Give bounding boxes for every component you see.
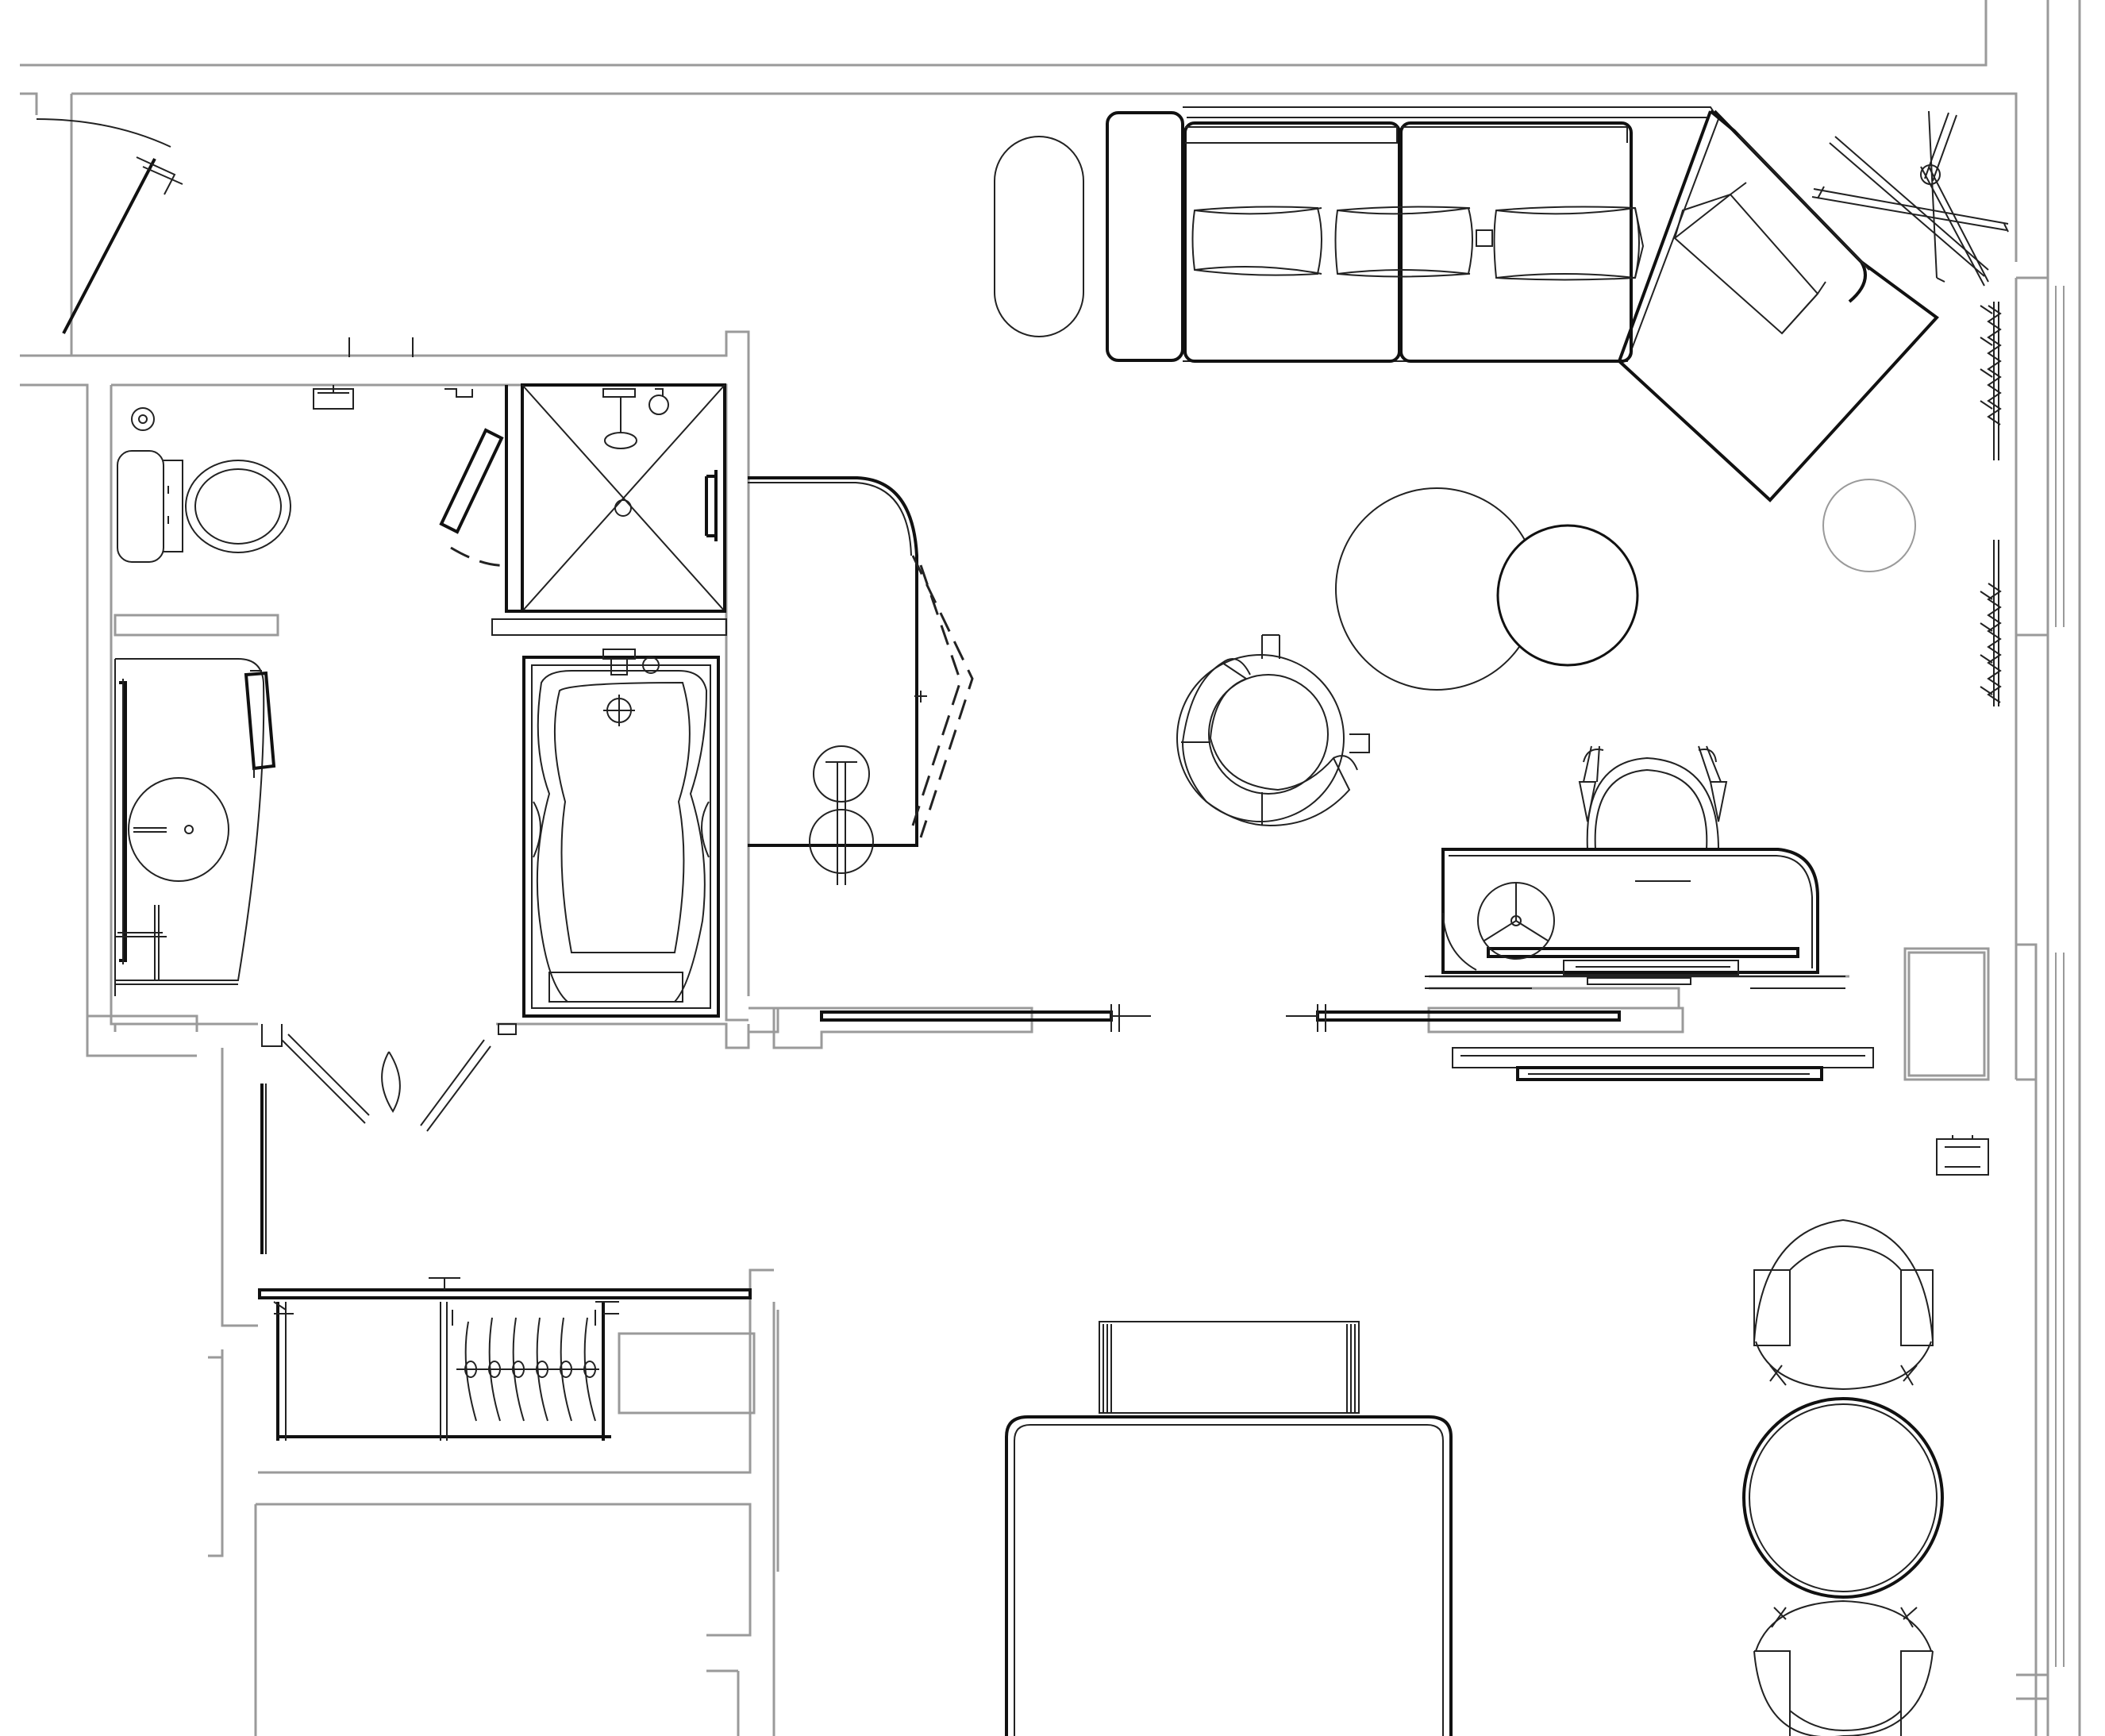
entry-door bbox=[36, 118, 414, 357]
coffee-tables bbox=[1335, 487, 1639, 691]
window-frames bbox=[1980, 302, 2002, 706]
desk-icon bbox=[1441, 848, 1819, 974]
armchair bbox=[1176, 634, 1370, 827]
tv-icon bbox=[1487, 947, 1799, 985]
bathtub bbox=[522, 649, 720, 1018]
walls bbox=[20, 0, 2081, 1736]
sink-icon bbox=[128, 777, 229, 882]
sofa-cushions bbox=[1191, 182, 1826, 335]
bed-icon bbox=[1005, 1321, 1453, 1736]
shower-stall bbox=[439, 383, 727, 636]
toilet-icon bbox=[117, 450, 291, 563]
chair-icon bbox=[1753, 1218, 1934, 1391]
bathroom-doors bbox=[260, 1023, 517, 1254]
bathtub-icon bbox=[533, 649, 710, 1003]
hanger-icon bbox=[456, 1317, 599, 1422]
shower-door bbox=[439, 428, 509, 567]
vanity bbox=[114, 658, 276, 996]
armchair-icon bbox=[1176, 634, 1370, 827]
sectional-sofa-icon bbox=[1106, 106, 1939, 502]
shower-head-icon bbox=[602, 388, 669, 449]
sliding-doors bbox=[820, 1004, 1874, 1081]
chair-icon bbox=[1753, 1599, 1934, 1736]
closet bbox=[258, 1277, 752, 1441]
sectional-sofa bbox=[994, 106, 1939, 502]
dining-area bbox=[1742, 1218, 1944, 1736]
desk bbox=[1425, 745, 1989, 1176]
bed bbox=[1005, 1321, 1453, 1736]
lamp-icon bbox=[1811, 110, 2009, 287]
wardrobe bbox=[748, 476, 974, 885]
water-closet bbox=[114, 385, 354, 637]
round-table-icon bbox=[1335, 487, 1639, 691]
chair-icon bbox=[1578, 745, 1728, 850]
side-table bbox=[1822, 479, 1916, 572]
round-table-icon bbox=[1742, 1397, 1944, 1599]
